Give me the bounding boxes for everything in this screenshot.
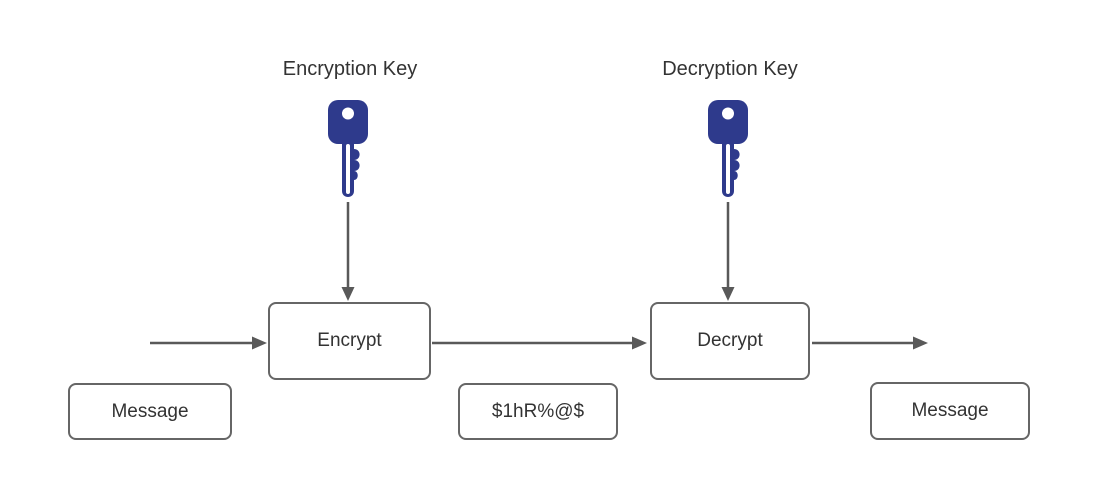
key-icon	[328, 100, 368, 197]
ciphertext-box: $1hR%@$	[458, 383, 618, 440]
arrow-encryption-key-to-encrypt	[341, 202, 355, 301]
encryption-key-label: Encryption Key	[282, 58, 418, 80]
message-input-box: Message	[68, 383, 232, 440]
encrypt-box: Encrypt	[268, 302, 431, 380]
decryption-key-label: Decryption Key	[662, 58, 798, 80]
arrow-encrypt-to-decrypt	[432, 336, 647, 350]
key-icon	[708, 100, 748, 197]
arrow-decrypt-to-output	[812, 336, 928, 350]
decrypt-box: Decrypt	[650, 302, 810, 380]
arrow-input-to-encrypt	[150, 336, 267, 350]
message-output-box: Message	[870, 382, 1030, 440]
arrow-decryption-key-to-decrypt	[721, 202, 735, 301]
